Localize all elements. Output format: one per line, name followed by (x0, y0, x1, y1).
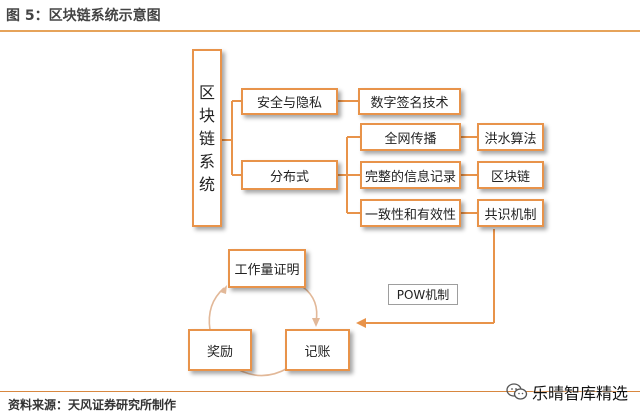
watermark: 乐晴智库精选 (506, 380, 628, 404)
source-note: 资料来源：天风证券研究所制作 (8, 398, 177, 412)
root-char: 统 (198, 174, 215, 194)
root-char: 块 (198, 105, 215, 125)
figure-title: 图 5：区块链系统示意图 (6, 8, 161, 24)
digital-signature-node: 数字签名技术 (358, 88, 461, 115)
blockchain-node: 区块链 (477, 161, 544, 189)
root-char: 区 (198, 82, 215, 102)
header-divider (0, 30, 640, 32)
reward-node: 奖励 (188, 329, 252, 371)
proof-of-work-node: 工作量证明 (228, 249, 306, 288)
footer-divider (0, 391, 640, 392)
consistency-validity-node: 一致性和有效性 (360, 199, 461, 227)
consensus-mechanism-node: 共识机制 (477, 199, 544, 227)
blockchain-system-root: 区 块 链 系 统 (192, 49, 222, 227)
complete-record-node: 完整的信息记录 (360, 161, 461, 189)
flooding-algorithm-node: 洪水算法 (477, 123, 544, 151)
cycle-arrow-icon (312, 318, 320, 327)
pow-label: POW机制 (388, 284, 458, 305)
root-char: 系 (198, 151, 215, 171)
accounting-node: 记账 (285, 329, 350, 371)
wechat-icon (506, 383, 528, 400)
security-privacy-node: 安全与隐私 (241, 88, 338, 115)
arrowhead-icon (356, 318, 366, 328)
distributed-node: 分布式 (241, 160, 338, 190)
broadcast-node: 全网传播 (360, 123, 461, 151)
root-char: 链 (198, 128, 215, 148)
cycle-arrow-icon (220, 285, 227, 294)
watermark-text: 乐晴智库精选 (531, 384, 628, 403)
